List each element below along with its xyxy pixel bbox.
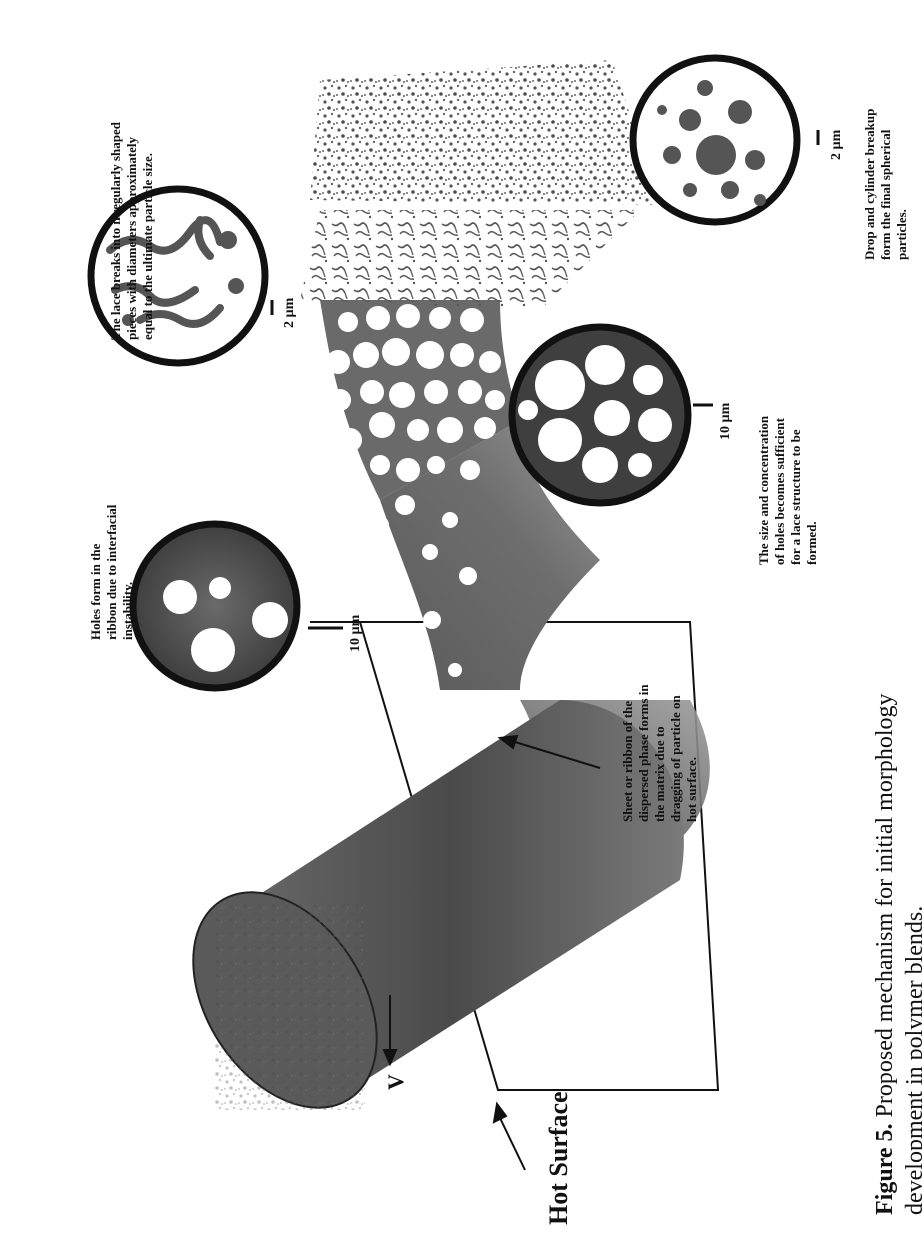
velocity-label: V — [383, 1074, 409, 1090]
note-drop-cylinder-line: form the final spherical — [878, 109, 894, 260]
note-sheet-ribbon-line: dispersed phase forms in — [636, 684, 652, 822]
note-holes-form-line: ribbon due to interfacial — [104, 505, 120, 640]
note-sheet-ribbon: Sheet or ribbon of the dispersed phase f… — [620, 684, 700, 822]
note-sheet-ribbon-line: the matrix due to — [652, 684, 668, 822]
note-drop-cylinder-line: particles. — [894, 109, 910, 260]
caption: Figure 5. Proposed mechanism for initial… — [870, 694, 922, 1215]
scale-label-lace-holes: 10 µm — [718, 403, 734, 440]
lace-region — [300, 210, 640, 310]
disc-lace-holes — [512, 327, 688, 503]
note-size-concentration-line: formed. — [804, 416, 820, 565]
note-size-concentration-line: of holes becomes sufficient — [772, 416, 788, 565]
caption-line-2: development in polymer blends. — [900, 694, 922, 1215]
caption-text-1: Proposed mechanism for initial morpholog… — [872, 694, 898, 1118]
disc-holes-form — [133, 524, 297, 688]
disc-final-particles — [633, 58, 797, 222]
note-drop-cylinder: Drop and cylinder breakup form the final… — [862, 109, 910, 260]
hot-surface-label: Hot Surface — [544, 1091, 574, 1225]
note-size-concentration-line: The size and concentration — [756, 416, 772, 565]
scale-label-holes: 10 µm — [348, 615, 364, 652]
note-holes-form-line: Holes form in the — [88, 505, 104, 640]
note-lace-breaks-line: The lace breaks into irregularly shaped — [108, 122, 124, 340]
note-holes-form-line: instability. — [120, 505, 136, 640]
note-sheet-ribbon-line: Sheet or ribbon of the — [620, 684, 636, 822]
note-holes-form: Holes form in the ribbon due to interfac… — [88, 505, 136, 640]
note-drop-cylinder-line: Drop and cylinder breakup — [862, 109, 878, 260]
note-size-concentration: The size and concentration of holes beco… — [756, 416, 820, 565]
particle-spray — [310, 60, 660, 205]
scale-label-final-particles: 2 µm — [829, 130, 845, 160]
note-sheet-ribbon-line: hot surface. — [684, 684, 700, 822]
note-sheet-ribbon-line: dragging of particle on — [668, 684, 684, 822]
scale-label-lace-pieces: 2 µm — [282, 298, 298, 328]
caption-line-1: Figure 5. Proposed mechanism for initial… — [870, 694, 900, 1215]
caption-label: Figure 5. — [872, 1123, 898, 1215]
note-lace-breaks: The lace breaks into irregularly shaped … — [108, 122, 156, 340]
hot-surface-arrow — [500, 1118, 525, 1170]
note-lace-breaks-line: pieces with diameters approximately — [124, 122, 140, 340]
note-size-concentration-line: for a lace structure to be — [788, 416, 804, 565]
note-lace-breaks-line: equal to the ultimate particle size. — [140, 122, 156, 340]
